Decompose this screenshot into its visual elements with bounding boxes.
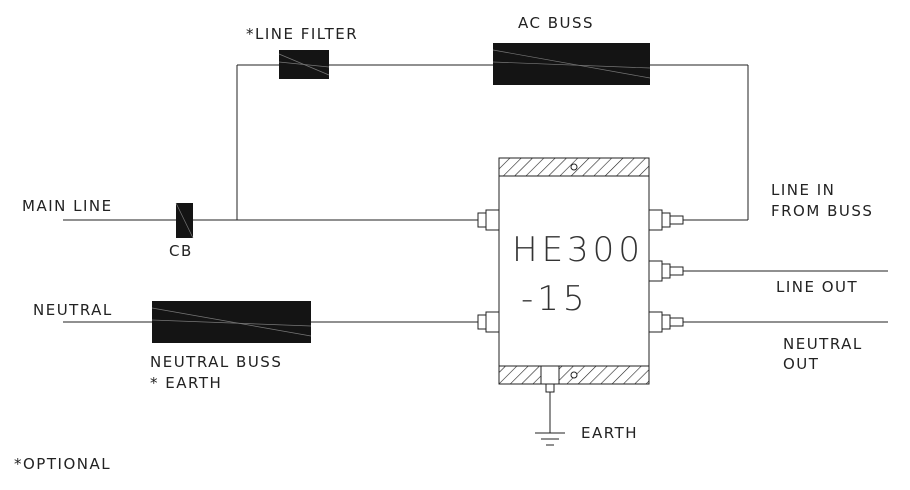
bottom-screw xyxy=(570,371,578,379)
circuit-breaker xyxy=(175,202,194,239)
neutral-out-label-2: OUT xyxy=(783,355,820,373)
terminal-line-in-from-buss xyxy=(648,209,684,231)
neutral-buss-label: NEUTRAL BUSS xyxy=(150,353,283,371)
he300-device xyxy=(498,157,650,393)
neutral-out-label-1: NEUTRAL xyxy=(783,335,863,353)
ac-buss-label: AC BUSS xyxy=(518,14,595,32)
top-screw xyxy=(570,163,578,171)
main-line-label: MAIN LINE xyxy=(22,197,113,215)
earth-stud xyxy=(540,365,560,385)
line-in-label-2: FROM BUSS xyxy=(771,202,874,220)
neutral-buss-earth-label: * EARTH xyxy=(150,374,223,392)
device-rating-label: -15 xyxy=(521,279,589,319)
ground-symbol xyxy=(535,432,565,446)
terminal-line-out xyxy=(648,260,684,282)
line-filter-label: *LINE FILTER xyxy=(246,25,359,43)
ac-buss-block xyxy=(492,43,651,85)
neutral-label: NEUTRAL xyxy=(33,301,113,319)
device-model-label: HE300 xyxy=(512,230,644,270)
line-in-label-1: LINE IN xyxy=(771,181,836,199)
earth-label: EARTH xyxy=(581,424,639,442)
neutral-buss-block xyxy=(151,301,312,343)
terminal-neutral-in xyxy=(477,311,500,333)
line-filter-block xyxy=(278,50,330,79)
terminal-neutral-out xyxy=(648,311,684,333)
cb-label: CB xyxy=(169,242,193,260)
line-out-label: LINE OUT xyxy=(776,278,859,296)
terminals xyxy=(477,209,684,333)
optional-note: *OPTIONAL xyxy=(14,455,112,473)
terminal-main-line-in xyxy=(477,209,500,231)
